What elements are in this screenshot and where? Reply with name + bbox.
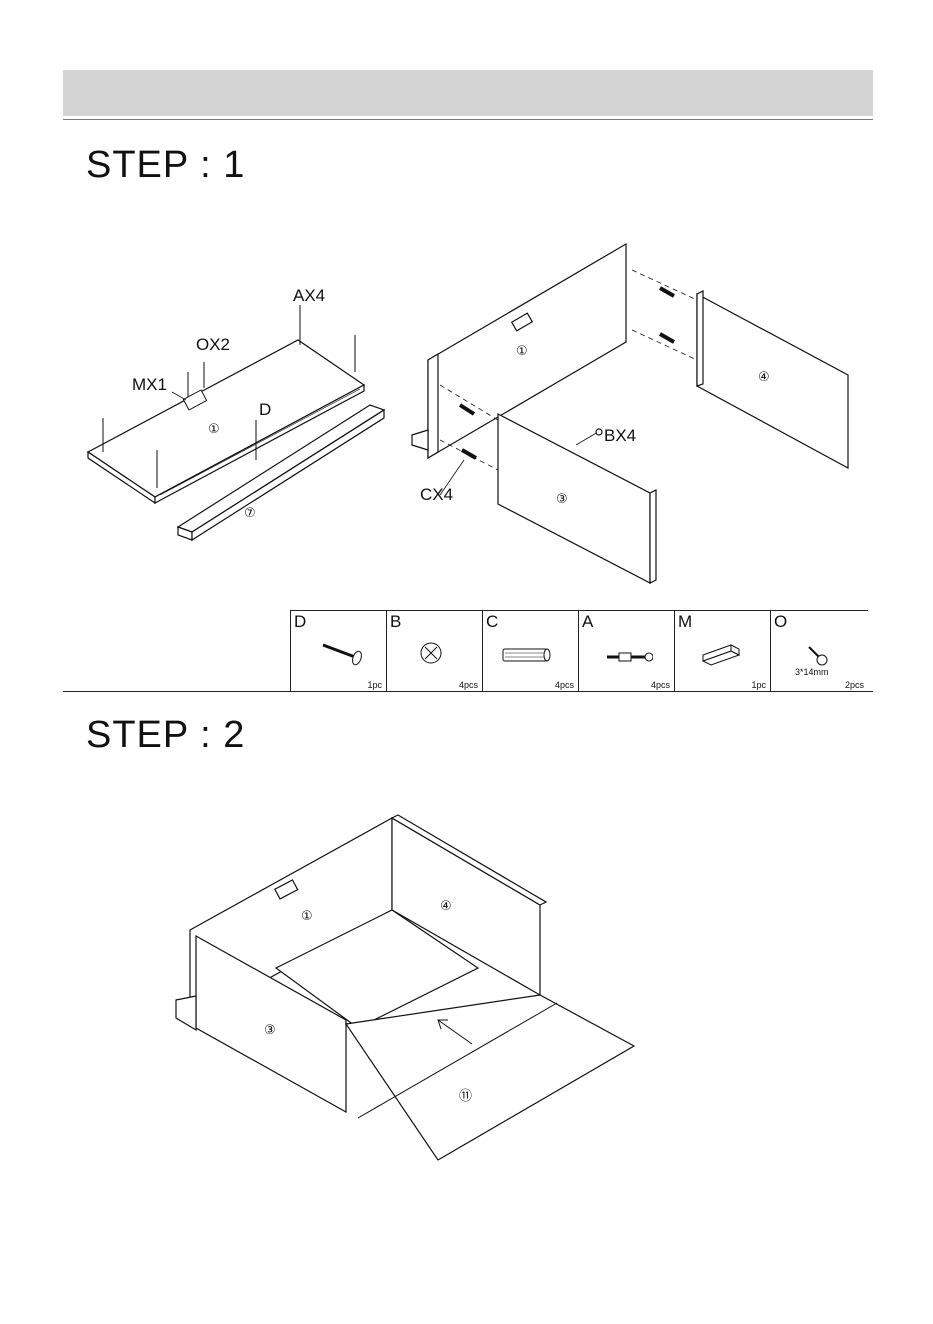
part-letter: O (774, 612, 787, 632)
part-letter: A (582, 612, 593, 632)
part-qty: 4pcs (459, 680, 478, 690)
part-letter: D (294, 612, 306, 632)
part-cell-m: M 1pc (675, 611, 771, 691)
callout-mx1: MX1 (132, 375, 167, 394)
part-cell-b: B 4pcs (387, 611, 483, 691)
part-letter: B (390, 612, 401, 632)
step2-panel-3-label: ③ (264, 1023, 276, 1038)
step2-panel-1-label: ① (301, 909, 313, 924)
part-qty: 4pcs (651, 680, 670, 690)
part-size: 3*14mm (795, 667, 829, 677)
part-cell-o: O 3*14mm 2pcs (771, 611, 868, 691)
callout-ax4: AX4 (293, 286, 325, 305)
magnetic-catch-icon (689, 633, 749, 667)
callout-bx4: BX4 (604, 426, 636, 445)
part-letter: C (486, 612, 498, 632)
part-qty: 1pc (751, 680, 766, 690)
step1-panel-4-label: ④ (758, 370, 770, 385)
cam-bolt-icon (593, 633, 653, 667)
step1-carcass (412, 244, 848, 583)
callout-cx4: CX4 (420, 485, 453, 504)
callout-ox2: OX2 (196, 335, 230, 354)
part-cell-d: D 1pc (291, 611, 387, 691)
step1-top-panel (88, 340, 364, 503)
part-qty: 4pcs (555, 680, 574, 690)
wood-dowel-icon (497, 633, 557, 667)
step1-panel-1b-label: ① (516, 344, 528, 359)
part-letter: M (678, 612, 692, 632)
step1-panel-3-label: ③ (556, 492, 568, 507)
step2-panel-4-label: ④ (440, 899, 452, 914)
long-screw-icon (305, 633, 365, 667)
step2-carcass (176, 815, 634, 1160)
small-screw-icon (785, 633, 845, 667)
step2-panel-11-label: ⑪ (459, 1089, 472, 1104)
callout-d: D (259, 400, 271, 419)
step1-panel-7-label: ⑦ (244, 506, 256, 521)
table-rule (63, 691, 873, 692)
part-cell-c: C 4pcs (483, 611, 579, 691)
part-qty: 2pcs (845, 680, 864, 690)
hardware-parts-table: D 1pc B 4pcs C 4pcs A 4pcs (290, 610, 868, 691)
step1-panel-1-label: ① (208, 422, 220, 437)
part-cell-a: A 4pcs (579, 611, 675, 691)
cam-lock-icon (401, 633, 461, 667)
part-qty: 1pc (367, 680, 382, 690)
